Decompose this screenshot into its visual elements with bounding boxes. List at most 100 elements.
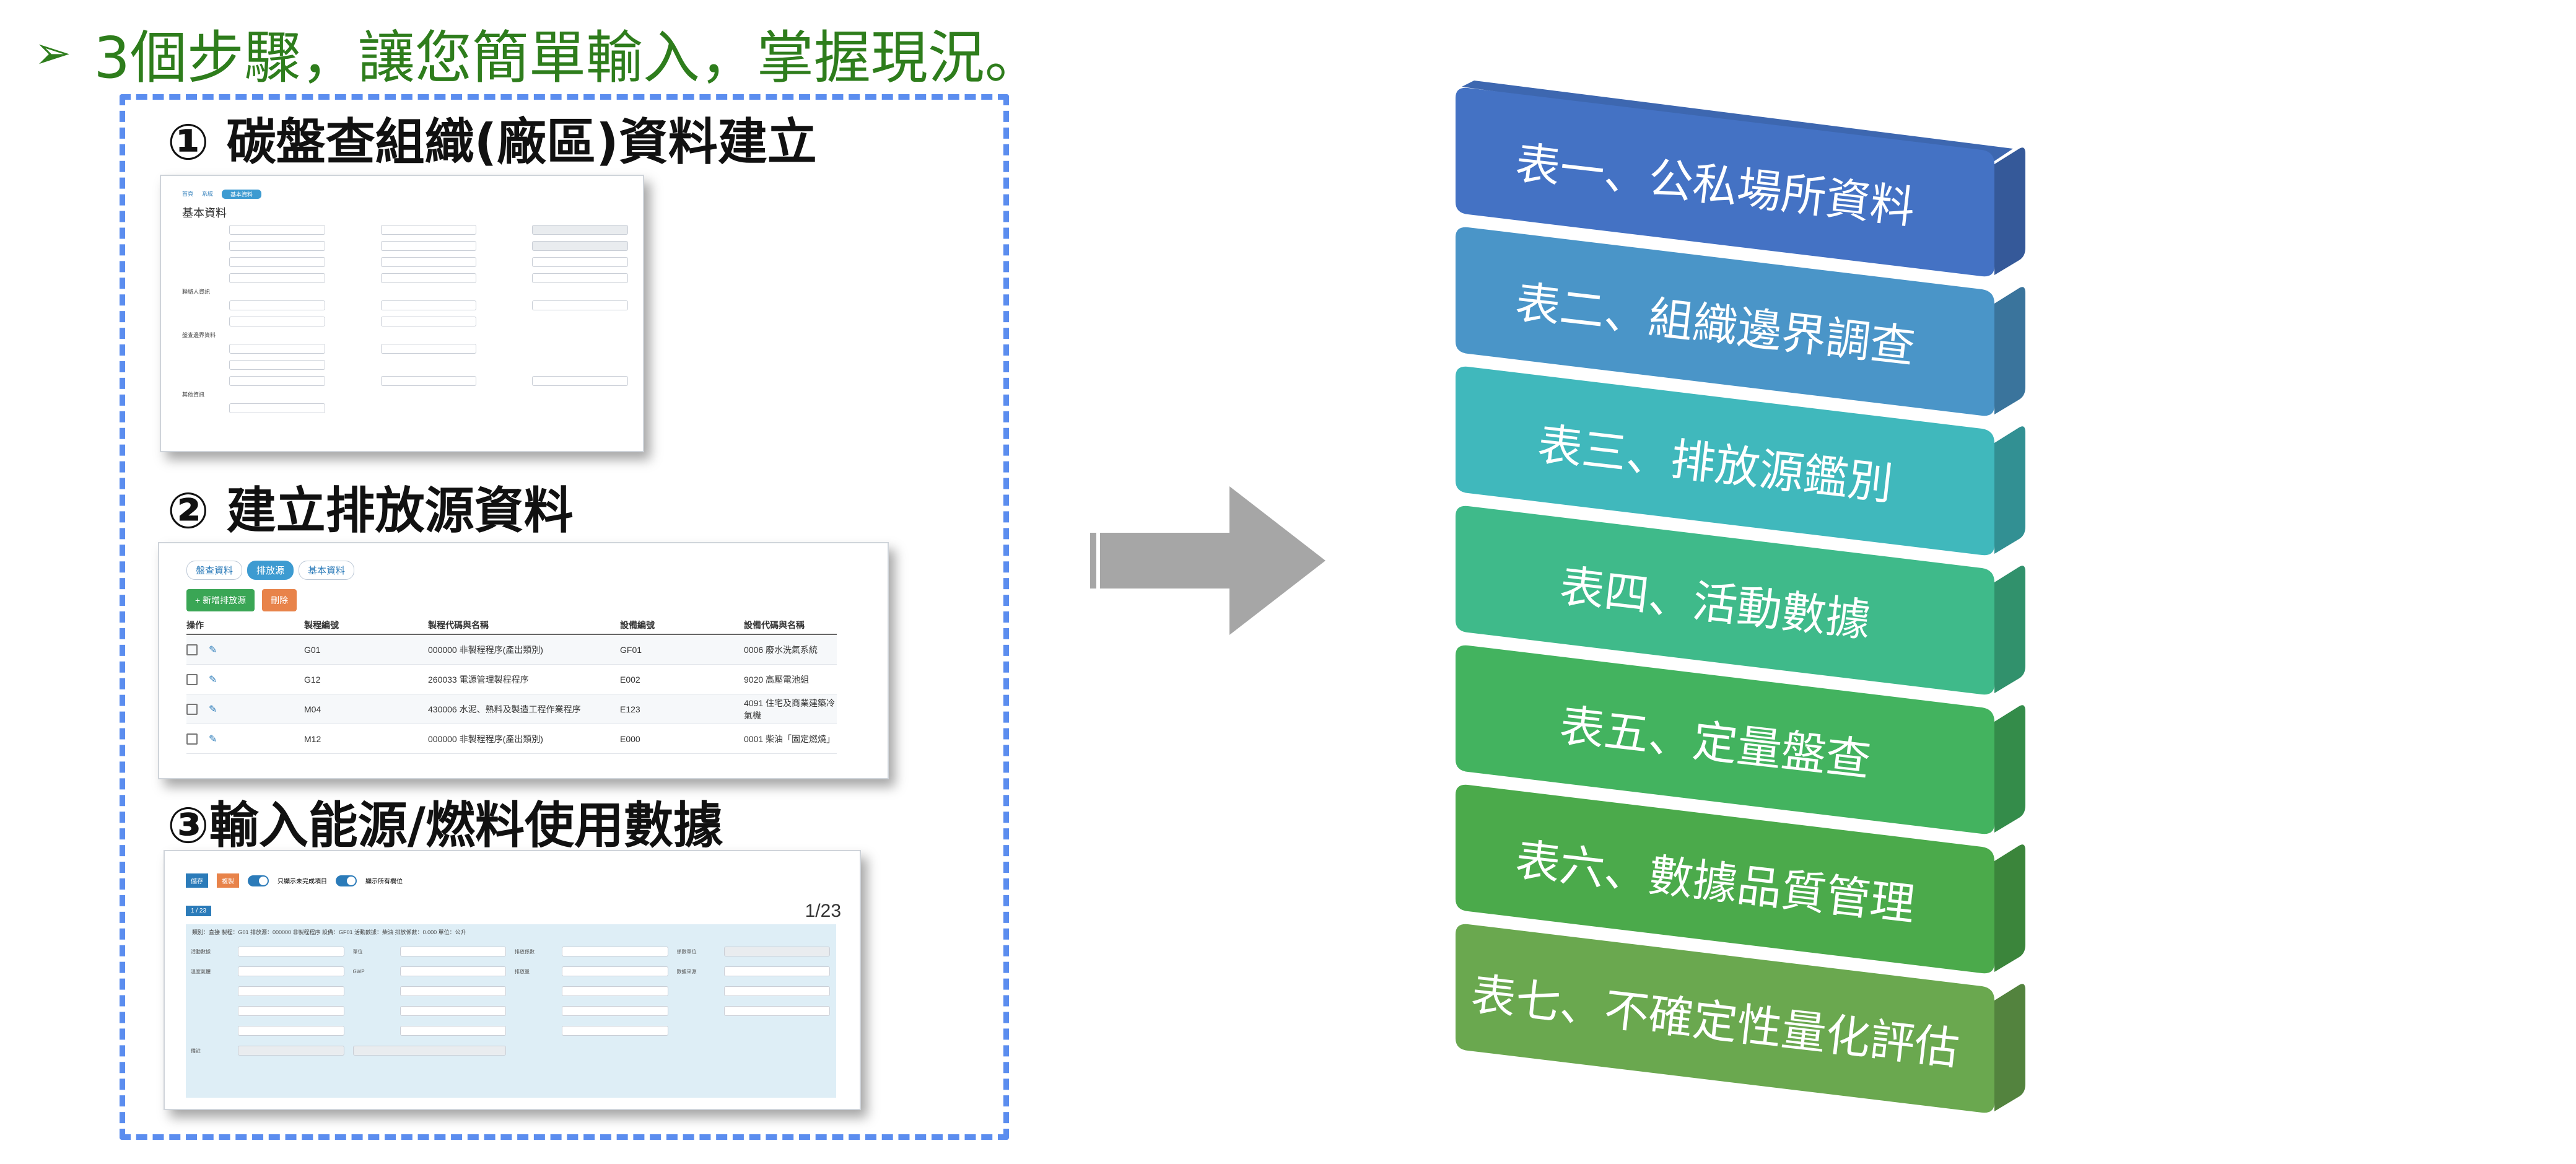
step-1-title: ① 碳盤查組織(廠區)資料建立 — [167, 113, 817, 171]
stack-layer-5: 表五、定量盤查 — [1437, 638, 2050, 834]
form-field[interactable] — [238, 1046, 344, 1056]
record-info-line: 類別：直接 製程：G01 排放源：000000 非製程程序 設備：GF01 活動… — [192, 929, 466, 935]
form-field[interactable] — [380, 317, 477, 326]
form-field[interactable] — [229, 403, 325, 413]
edit-pencil-icon[interactable]: ✎ — [209, 674, 217, 685]
form-field[interactable] — [723, 966, 830, 976]
screen2-tab-active[interactable]: 排放源 — [247, 561, 294, 580]
report-tables-stack: 表七、不確定性量化評估表六、數據品質管理表五、定量盤查表四、活動數據表三、排放源… — [1437, 81, 2050, 1164]
layer-side-face — [1994, 844, 2025, 972]
form-field[interactable] — [380, 376, 477, 386]
form-field[interactable] — [399, 1006, 506, 1016]
screen1-tab[interactable]: 系統 — [202, 191, 214, 197]
screen2-tab[interactable]: 盤查資料 — [186, 561, 243, 580]
bullet-arrow-icon: ➢ — [34, 27, 72, 79]
form-field[interactable] — [562, 947, 668, 956]
screen1-tabs: 首頁 系統 基本資料 — [182, 190, 262, 199]
form-field[interactable] — [352, 1046, 506, 1056]
field-label: 排放係數 — [515, 948, 535, 955]
column-header: 設備代碼與名稱 — [744, 620, 805, 630]
form-field[interactable] — [562, 1026, 668, 1036]
form-field[interactable] — [399, 986, 506, 996]
toggle-switch[interactable] — [336, 875, 357, 886]
form-field[interactable] — [229, 273, 325, 283]
form-field[interactable] — [380, 225, 477, 235]
form-field[interactable] — [380, 300, 477, 310]
form-field[interactable] — [380, 344, 477, 354]
edit-pencil-icon[interactable]: ✎ — [209, 644, 217, 655]
form-field[interactable] — [723, 986, 830, 996]
form-field[interactable] — [229, 257, 325, 267]
table-cell: 000000 非製程程序(產出類別) — [428, 644, 543, 655]
copy-button[interactable]: 複製 — [217, 873, 239, 888]
delete-button[interactable]: 刪除 — [262, 589, 297, 611]
field-label: 備註 — [191, 1048, 201, 1054]
edit-pencil-icon[interactable]: ✎ — [209, 704, 217, 715]
screen2-tab[interactable]: 基本資料 — [299, 561, 355, 580]
form-field[interactable] — [562, 1006, 668, 1016]
edit-pencil-icon[interactable]: ✎ — [209, 733, 217, 745]
form-field[interactable] — [723, 947, 830, 956]
table-row[interactable]: ✎ M04 430006 水泥、熟料及製造工程作業程序 E123 4091 住宅… — [186, 694, 837, 724]
form-field[interactable] — [399, 947, 506, 956]
table-row[interactable]: ✎ M12 000000 非製程程序(產出類別) E000 0001 柴油「固定… — [186, 724, 837, 754]
form-field[interactable] — [229, 317, 325, 326]
row-checkbox[interactable] — [186, 644, 198, 655]
screen1-tab[interactable]: 首頁 — [182, 191, 194, 197]
form-field[interactable] — [238, 947, 344, 956]
form-field[interactable] — [723, 1006, 830, 1016]
screen1-title: 基本資料 — [182, 207, 227, 219]
form-field[interactable] — [238, 986, 344, 996]
form-field[interactable] — [229, 344, 325, 354]
toggle-switch[interactable] — [248, 875, 269, 886]
form-field[interactable] — [532, 241, 629, 251]
form-field[interactable] — [380, 257, 477, 267]
table-row[interactable]: ✎ G12 260033 電源管理製程程序 E002 9020 高壓電池組 — [186, 665, 837, 694]
form-field[interactable] — [238, 1006, 344, 1016]
table-cell: 0001 柴油「固定燃燒」 — [744, 733, 836, 744]
form-field[interactable] — [229, 241, 325, 251]
form-field[interactable] — [399, 1026, 506, 1036]
form-field[interactable] — [562, 986, 668, 996]
form-field[interactable] — [532, 300, 629, 310]
form-field[interactable] — [229, 360, 325, 370]
form-field[interactable] — [238, 1026, 344, 1036]
form-field[interactable] — [532, 257, 629, 267]
table-row[interactable]: ✎ G01 000000 非製程程序(產出類別) GF01 0006 廢水洗氣系… — [186, 635, 837, 665]
stack-layer-3: 表三、排放源鑑別 — [1437, 359, 2050, 556]
headline: ➢ 3個步驟，讓您簡單輸入，掌握現況。 — [34, 19, 1042, 91]
form-field[interactable] — [532, 225, 629, 235]
table-cell: GF01 — [620, 644, 642, 655]
layer-front-face — [1456, 366, 1994, 556]
row-checkbox[interactable] — [186, 703, 198, 715]
form-field[interactable] — [238, 966, 344, 976]
form-field[interactable] — [229, 225, 325, 235]
form-field[interactable] — [229, 300, 325, 310]
form-field[interactable] — [399, 966, 506, 976]
stack-layer-6: 表六、數據品質管理 — [1437, 777, 2050, 974]
form-field[interactable] — [562, 966, 668, 976]
form-field[interactable] — [380, 241, 477, 251]
table-cell: 0006 廢水洗氣系統 — [744, 644, 818, 655]
field-label: 活動數據 — [191, 948, 211, 955]
form-field[interactable] — [229, 376, 325, 386]
screen1-tab-active[interactable]: 基本資料 — [222, 190, 262, 199]
form-field[interactable] — [532, 273, 629, 283]
table-cell: E000 — [620, 733, 640, 744]
screenshot-emission-source-table: 盤查資料 排放源 基本資料 + 新增排放源 刪除 操作 製程編號 製程代碼與名稱… — [158, 542, 889, 779]
screen2-actions: + 新增排放源 刪除 — [186, 589, 297, 611]
screenshot-activity-data-form: 儲存 複製 只顯示未完成項目 顯示所有欄位 1 / 23 1/23 類別：直接 … — [164, 850, 861, 1110]
form-field[interactable] — [532, 376, 629, 386]
form-field[interactable] — [380, 273, 477, 283]
table-cell: 430006 水泥、熟料及製造工程作業程序 — [428, 704, 581, 714]
pager-control[interactable]: 1 / 23 — [186, 906, 212, 916]
add-source-button[interactable]: + 新增排放源 — [186, 589, 255, 611]
row-checkbox[interactable] — [186, 673, 198, 685]
section-contact: 聯絡人資訊 — [182, 289, 211, 295]
save-button[interactable]: 儲存 — [186, 873, 208, 888]
screen2-tabs: 盤查資料 排放源 基本資料 — [186, 561, 355, 580]
field-label: GWP — [352, 968, 365, 974]
flow-arrow-icon — [1090, 486, 1325, 635]
table-cell: 4091 住宅及商業建築冷氣機 — [744, 698, 836, 720]
row-checkbox[interactable] — [186, 733, 198, 745]
